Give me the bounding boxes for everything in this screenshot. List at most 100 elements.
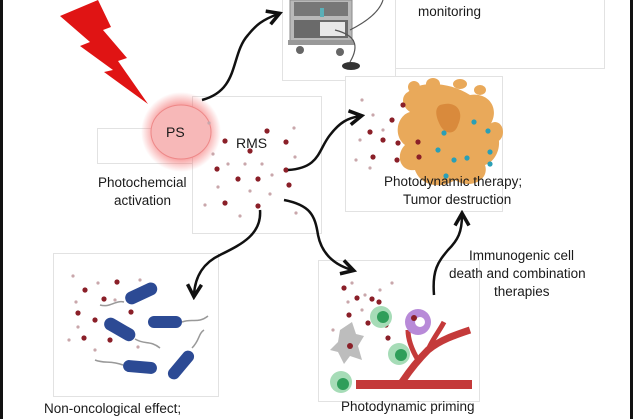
particle-dot [207,121,211,125]
particle-dot [75,310,81,316]
particle-dot [101,296,107,302]
particle-dot [255,176,261,182]
particle-dot [487,149,493,155]
particle-dot [370,154,376,160]
pdt-label-line2: Tumor destruction [403,192,512,207]
particle-dot [67,338,71,342]
particle-dot [286,182,292,188]
particle-dot [435,147,441,153]
particle-dot [358,138,362,142]
particle-dot [416,154,422,160]
particle-dot [268,192,272,196]
particle-dot [368,166,372,170]
particle-dot [283,167,289,173]
particle-dot [235,176,241,182]
image-border-right [630,0,633,419]
particle-dot [128,309,134,315]
particle-dot [415,139,421,145]
macrophage-icon [330,322,364,364]
tumor-particles [354,98,493,179]
particle-dot [283,139,289,145]
t-cell-icons [330,306,410,393]
blood-vessel-icon [356,320,472,389]
rms-label: RMS [236,135,268,151]
particle-dot [136,345,140,349]
particle-dot [270,173,274,177]
ps-node-circle [150,104,212,160]
particle-dot [471,119,477,125]
particle-dot [93,348,97,352]
particle-dot [385,335,391,341]
bacteria-icons [94,282,209,380]
activation-label-line1: Photochemcial [98,175,187,190]
particle-dot [400,102,406,108]
particle-dot [354,158,358,162]
particle-dot [81,335,87,341]
particle-dot [360,98,364,102]
bacteria-particles [67,274,142,352]
particle-dot [390,281,394,285]
particle-dot [369,296,375,302]
particle-dot [346,312,352,318]
particle-dot [485,128,491,134]
lightning-bolt-icon [60,0,148,104]
particle-dot [378,288,382,292]
particle-dot [114,279,120,285]
tumor-icon [397,78,503,186]
arrow-to-non-onco [194,209,262,295]
monitoring-panel [395,0,605,69]
monitoring-cart-icon [288,0,384,70]
particle-dot [211,152,215,156]
particle-dot [395,140,401,146]
rms-particles [203,121,298,218]
particle-dot [226,162,230,166]
image-border-left [0,0,3,419]
particle-dot [360,308,364,312]
particle-dot [394,157,400,163]
particle-dot [260,162,264,166]
particle-dot [451,157,457,163]
particle-dot [487,161,493,167]
particle-dot [354,295,360,301]
particle-dot [464,155,470,161]
particle-dot [381,128,385,132]
particle-dot [293,155,297,159]
immuno-label-line2: death and combination [449,266,586,281]
arrow-to-immuno [432,215,462,296]
particle-dot [216,185,220,189]
particle-dot [96,281,100,285]
immuno-label-line3: therapies [494,284,550,299]
particle-dot [341,271,345,275]
particle-dot [82,287,88,293]
particle-dot [113,298,117,302]
particle-dot [331,328,335,332]
arrow-to-monitoring [201,14,278,102]
particle-dot [443,173,449,179]
particle-dot [389,117,395,123]
particle-dot [264,128,270,134]
particle-dot [292,126,296,130]
particle-dot [376,299,382,305]
non-onco-label: Non-oncological effect; [44,401,182,416]
particle-dot [222,138,228,144]
particle-dot [92,317,98,323]
particle-dot [294,211,298,215]
particle-dot [350,281,354,285]
arrow-to-pdt [287,116,360,172]
particle-dot [71,274,75,278]
particle-dot [371,113,375,117]
particle-dot [380,137,386,143]
monitoring-label: monitoring [418,4,482,19]
activation-label-line2: activation [114,193,172,208]
particle-dot [76,325,80,329]
particle-dot [138,278,142,282]
particle-dot [255,203,261,209]
pdt-label-line1: Photodynamic therapy; [384,174,523,189]
particle-dot [222,200,228,206]
particle-dot [214,166,220,172]
particle-dot [203,203,207,207]
priming-label: Photodynamic priming [341,399,475,414]
particle-dot [247,148,253,154]
